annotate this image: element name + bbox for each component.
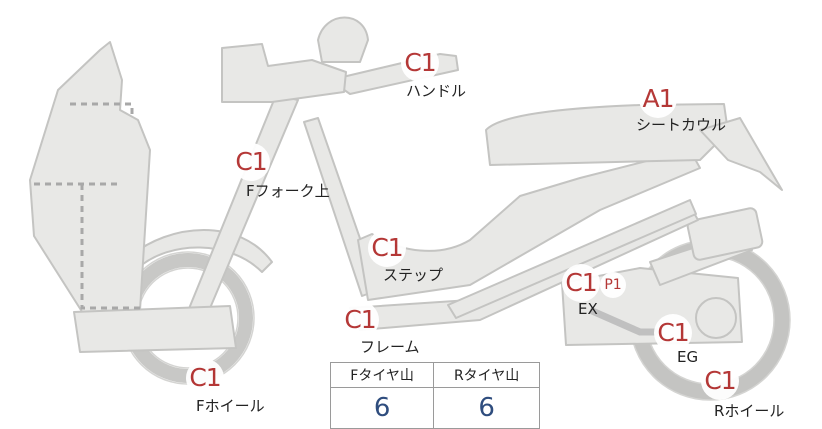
ex-label: EX: [578, 300, 598, 318]
front-tread-header: Fタイヤ山: [329, 362, 435, 388]
r-wheel-label: Rホイール: [714, 402, 785, 420]
frame-grade: C1: [341, 301, 379, 339]
seat-cowl-shape: [699, 117, 783, 191]
r-wheel-grade: C1: [701, 362, 739, 400]
f-fork-grade: C1: [232, 143, 270, 181]
seat-cowl-grade: A1: [639, 80, 677, 118]
eg-grade: C1: [654, 314, 692, 352]
handle-label: ハンドル: [406, 82, 467, 100]
eg-label: EG: [677, 348, 699, 366]
headlight: [221, 43, 347, 103]
floor-panel: [73, 305, 237, 353]
tire-tread-table: Fタイヤ山 Rタイヤ山 6 6: [329, 362, 540, 429]
tread-header-row: Fタイヤ山 Rタイヤ山: [329, 362, 540, 388]
seat-cowl-label: シートカウル: [636, 116, 727, 134]
handle-grade: C1: [401, 44, 439, 82]
dashed-guides: [34, 102, 140, 310]
step-grade: C1: [368, 229, 406, 267]
frame-label: フレーム: [360, 338, 420, 356]
rear-tread-value: 6: [433, 387, 540, 429]
leg-shield: [29, 41, 151, 319]
step-label: ステップ: [383, 266, 444, 284]
f-wheel-label: Fホイール: [196, 397, 265, 415]
f-fork-label: Fフォーク上: [246, 182, 330, 200]
front-tread-value: 6: [329, 387, 435, 429]
f-wheel-grade: C1: [186, 359, 224, 397]
mirror: [317, 16, 369, 63]
ex-sub-grade: P1: [600, 272, 626, 298]
tread-value-row: 6 6: [329, 387, 540, 429]
rear-tread-header: Rタイヤ山: [433, 362, 540, 388]
ex-grade: C1: [562, 264, 600, 302]
